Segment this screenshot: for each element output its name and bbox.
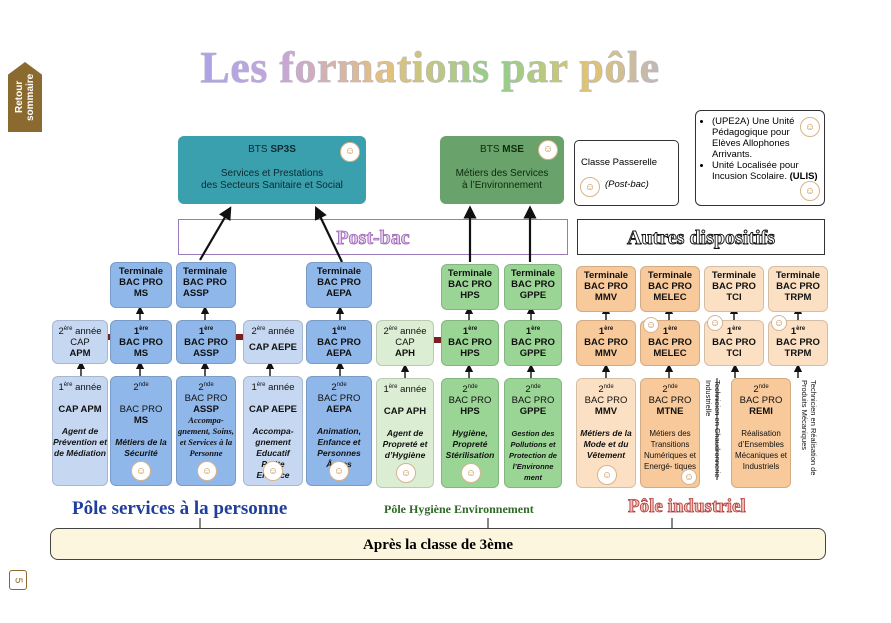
upe2a-item: (UPE2A) Une Unité Pédagogique pour Elève… <box>712 116 818 160</box>
autres-dispositifs-band: Autres dispositifs <box>577 219 825 255</box>
pole-hygiene-label: Pôle Hygiène Environnement <box>384 502 534 516</box>
pole-services-label: Pôle services à la personne <box>72 498 288 519</box>
ulis-item: Unité Localisée pour Incusion Scolaire. … <box>712 160 818 182</box>
school-logo-icon: ☺ <box>461 463 481 483</box>
pole-industriel-label: Pôle industriel <box>628 496 747 518</box>
back-to-summary-button[interactable]: Retour sommaire <box>8 62 42 132</box>
page-title: Les formations par pôle <box>150 42 710 93</box>
school-logo-icon: ☺ <box>580 177 600 197</box>
school-logo-icon: ☺ <box>538 140 558 160</box>
school-logo-icon: ☺ <box>197 461 217 481</box>
school-logo-icon: ☺ <box>329 461 349 481</box>
post-bac-band: Post-bac <box>178 219 568 255</box>
school-logo-icon: ☺ <box>800 181 820 201</box>
classe-passerelle-box[interactable]: Classe Passerelle (Post-bac) ☺ <box>574 140 679 206</box>
school-logo-icon: ☺ <box>771 315 787 331</box>
school-logo-icon: ☺ <box>597 465 617 485</box>
school-logo-icon: ☺ <box>800 117 820 137</box>
school-logo-icon: ☺ <box>643 317 659 333</box>
school-logo-icon: ☺ <box>396 463 416 483</box>
bts-mse-box[interactable]: BTS MSE Métiers des Services à l’Environ… <box>440 136 564 204</box>
apres-3eme-bar: Après la classe de 3ème <box>50 528 826 560</box>
school-logo-icon: ☺ <box>263 461 283 481</box>
autres-dispositifs-info-box: (UPE2A) Une Unité Pédagogique pour Elève… <box>695 110 825 206</box>
tci-vertical-label: Technicien en Chaudronnerie Industrielle <box>704 380 722 478</box>
page-number: 5 <box>9 570 27 590</box>
school-logo-icon: ☺ <box>131 461 151 481</box>
bts-sp3s-box[interactable]: BTS SP3S Services et Prestations des Sec… <box>178 136 366 204</box>
school-logo-icon: ☺ <box>681 469 697 485</box>
trpm-vertical-label: Technicien en Réalisation de Produits Mé… <box>800 380 818 476</box>
school-logo-icon: ☺ <box>340 142 360 162</box>
school-logo-icon: ☺ <box>707 315 723 331</box>
